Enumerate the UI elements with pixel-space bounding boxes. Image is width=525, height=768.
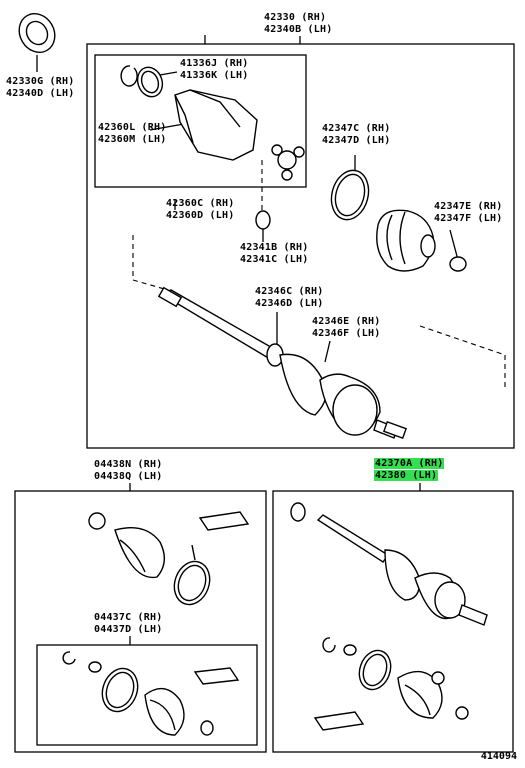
shaft-small-washer-icon bbox=[455, 706, 469, 720]
part-label-42330-rh: 42330 (RH) bbox=[264, 12, 327, 23]
kit-washer-icon bbox=[200, 720, 214, 736]
part-label-42370a-rh[interactable]: 42370A (RH) bbox=[374, 458, 445, 469]
part-label-42330g-rh: 42330G (RH) bbox=[6, 76, 75, 87]
kit-small-ring-icon bbox=[88, 661, 102, 673]
kit-outboard-boot-icon bbox=[144, 687, 185, 736]
part-label-42360c-rh: 42360C (RH) bbox=[166, 198, 235, 209]
part-label-42360l-rh: 42360L (RH) bbox=[98, 122, 167, 133]
boot-clamp-icon bbox=[330, 169, 370, 221]
part-label-42360d-lh: 42360D (LH) bbox=[166, 210, 235, 221]
tripod-joint-icon bbox=[271, 144, 305, 181]
shaft-clamp-icon bbox=[358, 649, 392, 691]
part-label-42347f-lh: 42347F (LH) bbox=[434, 213, 503, 224]
part-label-42360m-lh: 42360M (LH) bbox=[98, 134, 167, 145]
shaft-assembly-icon bbox=[290, 502, 488, 626]
snap-ring-icon bbox=[120, 65, 138, 87]
kit-clamp-small-icon bbox=[88, 512, 106, 530]
figure-number: 414094 bbox=[480, 751, 517, 762]
part-label-41336j-rh: 41336J (RH) bbox=[180, 58, 249, 69]
part-label-42346e-rh: 42346E (RH) bbox=[312, 316, 381, 327]
part-label-42380-lh[interactable]: 42380 (LH) bbox=[374, 470, 439, 481]
part-label-42347c-rh: 42347C (RH) bbox=[322, 123, 391, 134]
small-clamp-icon bbox=[449, 256, 467, 272]
part-label-42347d-lh: 42347D (LH) bbox=[322, 135, 391, 146]
drive-shaft-icon bbox=[157, 286, 408, 440]
boot-kit-frame bbox=[14, 490, 267, 753]
part-label-04438q-lh: 04438Q (LH) bbox=[94, 471, 163, 482]
shaft-snap-ring-icon bbox=[322, 637, 336, 653]
part-label-42346d-lh: 42346D (LH) bbox=[255, 298, 324, 309]
shaft-assembly-frame bbox=[272, 490, 514, 753]
oil-seal-icon bbox=[18, 13, 56, 53]
shaft-boot-icon bbox=[397, 670, 443, 719]
ring-icon bbox=[136, 66, 164, 98]
kit-grease-pack-2-icon bbox=[193, 667, 240, 685]
part-label-04437c-rh: 04437C (RH) bbox=[94, 612, 163, 623]
snap-ring-small-icon bbox=[255, 210, 271, 230]
shaft-small-ring-icon bbox=[343, 644, 357, 656]
part-label-42341b-rh: 42341B (RH) bbox=[240, 242, 309, 253]
inboard-boot-icon bbox=[376, 209, 436, 272]
part-label-42341c-lh: 42341C (LH) bbox=[240, 254, 309, 265]
kit-outboard-clamp-icon bbox=[101, 667, 139, 713]
part-label-04438n-rh: 04438N (RH) bbox=[94, 459, 163, 470]
part-label-42340b-lh: 42340B (LH) bbox=[264, 24, 333, 35]
part-label-42346c-rh: 42346C (RH) bbox=[255, 286, 324, 297]
inner-joint-frame bbox=[94, 54, 307, 188]
inboard-joint-housing-icon bbox=[174, 89, 258, 161]
kit-boot-large-icon bbox=[114, 527, 165, 579]
shaft-grease-pack-icon bbox=[313, 711, 365, 731]
kit-grease-pack-icon bbox=[198, 511, 250, 531]
kit-snap-ring-icon bbox=[62, 651, 76, 665]
part-label-04437d-lh: 04437D (LH) bbox=[94, 624, 163, 635]
kit-band-icon bbox=[173, 544, 211, 606]
boot-kit-inner-frame bbox=[36, 644, 258, 746]
part-label-42340d-lh: 42340D (LH) bbox=[6, 88, 75, 99]
part-label-42346f-lh: 42346F (LH) bbox=[312, 328, 381, 339]
part-label-41336k-lh: 41336K (LH) bbox=[180, 70, 249, 81]
part-label-42347e-rh: 42347E (RH) bbox=[434, 201, 503, 212]
shaft-washer-icon bbox=[431, 671, 445, 685]
